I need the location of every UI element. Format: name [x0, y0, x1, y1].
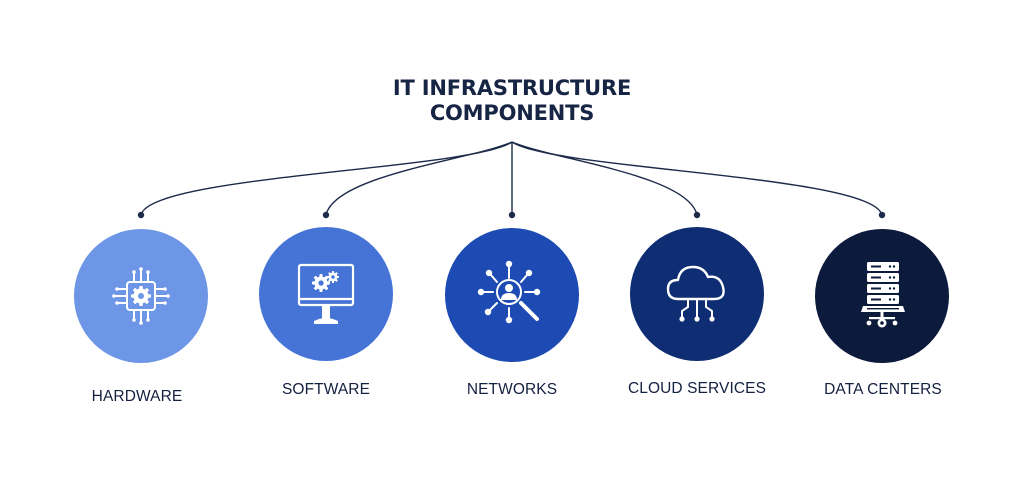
connector-dot-software [322, 211, 330, 219]
chip-gear-icon [112, 267, 170, 325]
connector-dot-datacenters [878, 211, 886, 219]
node-hardware [74, 229, 208, 363]
network-search-icon [477, 260, 541, 324]
label-cloud-services: CLOUD SERVICES [627, 380, 767, 397]
connector-dot-cloud [693, 211, 701, 219]
connector-software [325, 141, 513, 216]
connector-cloud [511, 141, 698, 216]
label-software: SOFTWARE [281, 381, 371, 398]
title-line-2: COMPONENTS [429, 101, 595, 125]
label-networks: NETWORKS [466, 381, 558, 398]
node-software [259, 227, 393, 361]
label-hardware: HARDWARE [91, 388, 183, 405]
node-data-centers [815, 229, 949, 363]
connector-dot-hardware [137, 211, 145, 219]
connector-datacenters [511, 141, 883, 216]
node-networks [445, 228, 579, 362]
connector-hardware [140, 141, 513, 216]
diagram-title: IT INFRASTRUCTURE COMPONENTS [312, 76, 712, 126]
cloud-network-icon [666, 265, 725, 322]
node-cloud-services [630, 227, 764, 361]
server-rack-icon [861, 262, 905, 328]
label-data-centers: DATA CENTERS [824, 381, 942, 398]
title-line-1: IT INFRASTRUCTURE [392, 76, 632, 100]
connector-dot-networks [508, 211, 516, 219]
monitor-gear-icon [297, 263, 355, 324]
